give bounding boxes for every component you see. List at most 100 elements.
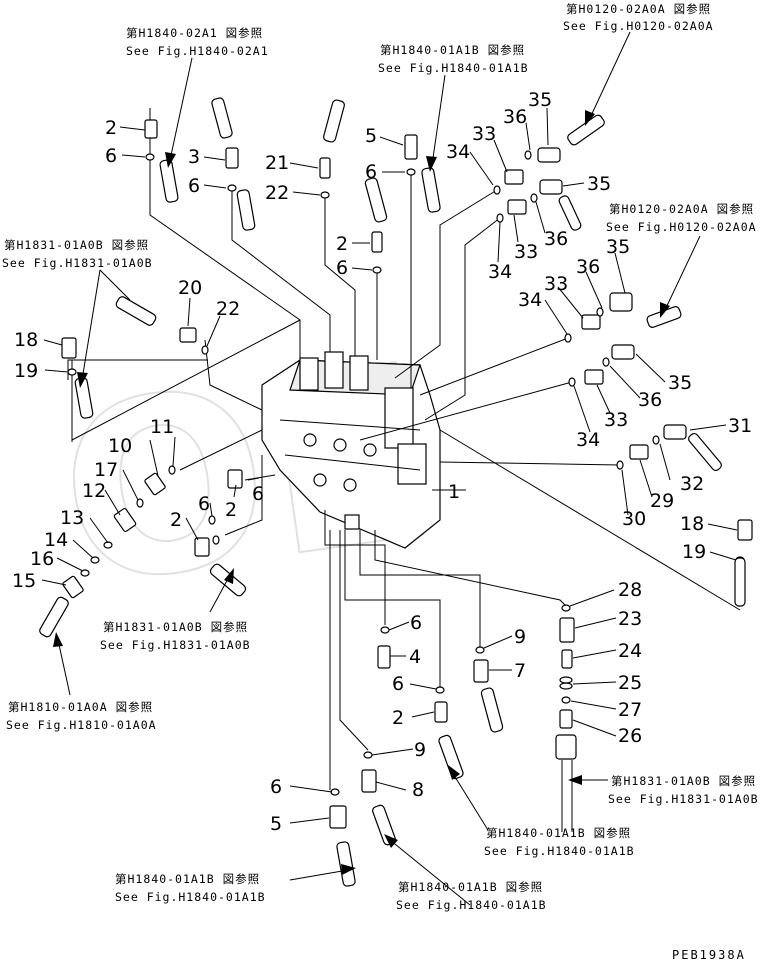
label-6-a: 6: [105, 145, 117, 167]
label-6-d: 6: [336, 257, 348, 279]
ref-h1840-01a1b-top: 第H1840-01A1B 図参照 See Fig.H1840-01A1B: [378, 43, 529, 75]
label-19-a: 19: [14, 360, 38, 382]
ref-h1840-01a1b-mid: 第H1840-01A1B 図参照 See Fig.H1840-01A1B: [484, 826, 635, 858]
label-26: 26: [618, 725, 642, 747]
label-6-c: 6: [365, 161, 377, 183]
label-20: 20: [178, 277, 202, 299]
svg-text:See Fig.H0120-02A0A: See Fig.H0120-02A0A: [563, 19, 714, 33]
label-4: 4: [409, 646, 421, 668]
figure-references: 第H1840-02A1 図参照 See Fig.H1840-02A1 第H184…: [2, 2, 759, 912]
label-30: 30: [622, 508, 646, 530]
ref-h1840-01a1b-bl: 第H1840-01A1B 図参照 See Fig.H1840-01A1B: [115, 872, 265, 904]
label-18-a: 18: [14, 329, 38, 351]
ref-h1840-01a1b-bc: 第H1840-01A1B 図参照 See Fig.H1840-01A1B: [396, 880, 547, 912]
label-34-a: 34: [446, 141, 470, 163]
label-32: 32: [680, 473, 704, 495]
hoses: [39, 97, 746, 887]
label-33-d: 33: [604, 409, 628, 431]
svg-text:第H1840-01A1B 図参照: 第H1840-01A1B 図参照: [380, 43, 525, 57]
label-2-e: 2: [392, 707, 404, 729]
label-23: 23: [618, 608, 642, 630]
ref-h1840-02a1: 第H1840-02A1 図参照 See Fig.H1840-02A1: [126, 26, 269, 58]
svg-text:See Fig.H0120-02A0A: See Fig.H0120-02A0A: [606, 220, 757, 234]
label-29: 29: [650, 490, 674, 512]
label-7: 7: [514, 660, 526, 682]
control-valve-body: [261, 351, 441, 549]
label-1: 1: [448, 481, 460, 503]
ref-h1831-01a0b-right: 第H1831-01A0B 図参照 See Fig.H1831-01A0B: [608, 774, 759, 806]
svg-text:See Fig.H1831-01A0B: See Fig.H1831-01A0B: [608, 792, 759, 806]
label-6-h: 6: [392, 673, 404, 695]
svg-text:See Fig.H1840-01A1B: See Fig.H1840-01A1B: [396, 898, 547, 912]
label-2-a: 2: [105, 117, 117, 139]
label-36-d: 36: [638, 389, 662, 411]
label-10: 10: [108, 435, 132, 457]
svg-text:See Fig.H1840-01A1B: See Fig.H1840-01A1B: [484, 844, 635, 858]
ref-h0120-02a0a-right: 第H0120-02A0A 図参照 See Fig.H0120-02A0A: [606, 202, 757, 234]
label-36-c: 36: [576, 256, 600, 278]
svg-text:See Fig.H1810-01A0A: See Fig.H1810-01A0A: [6, 718, 157, 732]
svg-text:See Fig.H1831-01A0B: See Fig.H1831-01A0B: [100, 638, 251, 652]
svg-text:第H0120-02A0A 図参照: 第H0120-02A0A 図参照: [566, 2, 711, 16]
label-3: 3: [188, 146, 200, 168]
label-22-a: 22: [265, 182, 289, 204]
svg-text:第H1840-01A1B 図参照: 第H1840-01A1B 図参照: [398, 880, 543, 894]
label-14: 14: [44, 529, 68, 551]
label-8: 8: [412, 779, 424, 801]
svg-text:第H1840-01A1B 図参照: 第H1840-01A1B 図参照: [486, 826, 631, 840]
label-9-b: 9: [414, 739, 426, 761]
label-17: 17: [94, 459, 118, 481]
label-31: 31: [728, 415, 752, 437]
svg-text:第H1810-01A0A 図参照: 第H1810-01A0A 図参照: [8, 700, 153, 714]
label-36-b: 36: [544, 228, 568, 250]
drawing-code: PEB1938A: [672, 948, 746, 962]
label-21: 21: [265, 152, 289, 174]
label-5-b: 5: [270, 813, 282, 835]
label-35-d: 35: [668, 372, 692, 394]
label-13: 13: [60, 507, 84, 529]
label-34-c: 34: [518, 289, 542, 311]
label-2-b: 2: [336, 233, 348, 255]
label-6-b: 6: [188, 175, 200, 197]
label-15: 15: [12, 570, 36, 592]
label-35-b: 35: [587, 173, 611, 195]
label-2-d: 2: [225, 499, 237, 521]
svg-text:第H1831-01A0B 図参照: 第H1831-01A0B 図参照: [611, 774, 756, 788]
label-11: 11: [150, 416, 174, 438]
ref-h1831-01a0b-mid: 第H1831-01A0B 図参照 See Fig.H1831-01A0B: [100, 620, 251, 652]
reference-arrows: [53, 31, 701, 906]
label-12: 12: [82, 480, 106, 502]
label-36-a: 36: [503, 106, 527, 128]
label-16: 16: [30, 548, 54, 570]
label-33-a: 33: [472, 123, 496, 145]
svg-text:第H1840-01A1B 図参照: 第H1840-01A1B 図参照: [115, 872, 260, 886]
label-35-c: 35: [606, 236, 630, 258]
label-34-b: 34: [488, 261, 512, 283]
svg-text:第H1831-01A0B 図参照: 第H1831-01A0B 図参照: [4, 238, 149, 252]
label-6-g: 6: [410, 612, 422, 634]
svg-text:See Fig.H1840-02A1: See Fig.H1840-02A1: [126, 44, 269, 58]
number-leaders: [41, 107, 738, 824]
label-6-i: 6: [270, 776, 282, 798]
svg-text:See Fig.H1840-01A1B: See Fig.H1840-01A1B: [378, 61, 529, 75]
label-2-c: 2: [170, 509, 182, 531]
label-34-d: 34: [576, 429, 600, 451]
label-33-b: 33: [514, 241, 538, 263]
label-22-b: 22: [216, 298, 240, 320]
label-27: 27: [618, 699, 642, 721]
part-number-labels: 1 2 2 2 2 2 3 4 5 5 6 6 6 6 6 6 6 6 6 7 …: [12, 89, 752, 835]
svg-text:第H1840-02A1 図参照: 第H1840-02A1 図参照: [126, 26, 263, 40]
ref-h1831-01a0b-left: 第H1831-01A0B 図参照 See Fig.H1831-01A0B: [2, 238, 152, 270]
label-33-c: 33: [544, 273, 568, 295]
ref-h1810-01a0a: 第H1810-01A0A 図参照 See Fig.H1810-01A0A: [6, 700, 157, 732]
label-35-a: 35: [528, 89, 552, 111]
ref-h0120-02a0a-top: 第H0120-02A0A 図参照 See Fig.H0120-02A0A: [563, 2, 714, 33]
svg-text:第H0120-02A0A 図参照: 第H0120-02A0A 図参照: [609, 202, 754, 216]
label-5-a: 5: [365, 125, 377, 147]
label-19-b: 19: [682, 541, 706, 563]
label-18-b: 18: [680, 513, 704, 535]
label-6-f: 6: [252, 483, 264, 505]
label-9-a: 9: [514, 626, 526, 648]
